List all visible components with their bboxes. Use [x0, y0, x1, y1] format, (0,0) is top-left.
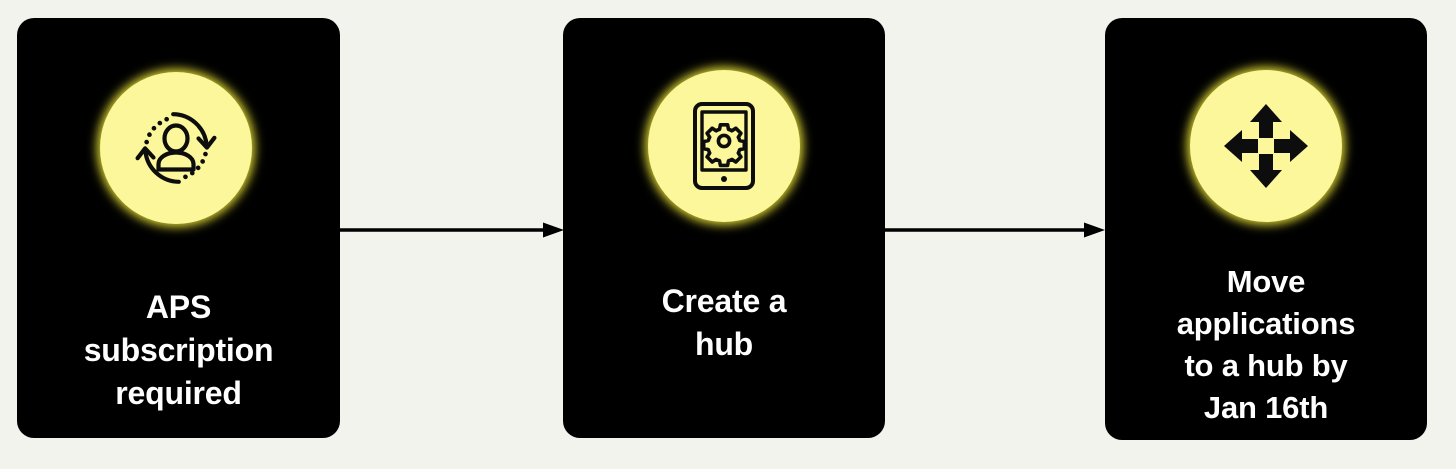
move-four-arrows-icon: [1220, 100, 1312, 192]
flow-step-card-3[interactable]: Move applications to a hub by Jan 16th: [1105, 18, 1427, 440]
step-1-icon-badge: [100, 72, 252, 224]
connector-arrow-step2-to-step3: [884, 222, 1105, 238]
flow-step-card-2[interactable]: Create a hub: [563, 18, 885, 438]
flow-step-3-label: Move applications to a hub by Jan 16th: [1176, 264, 1356, 425]
step-3-icon-badge: [1190, 70, 1342, 222]
flow-step-2-label: Create a hub: [661, 283, 787, 362]
step-2-icon-badge: [648, 70, 800, 222]
flow-step-card-1[interactable]: APS subscription required: [17, 18, 340, 438]
tablet-gear-icon: [685, 98, 763, 194]
user-subscription-refresh-icon: [128, 100, 224, 196]
flow-step-1-label: APS subscription required: [83, 289, 274, 411]
connector-arrow-step1-to-step2: [340, 222, 564, 238]
